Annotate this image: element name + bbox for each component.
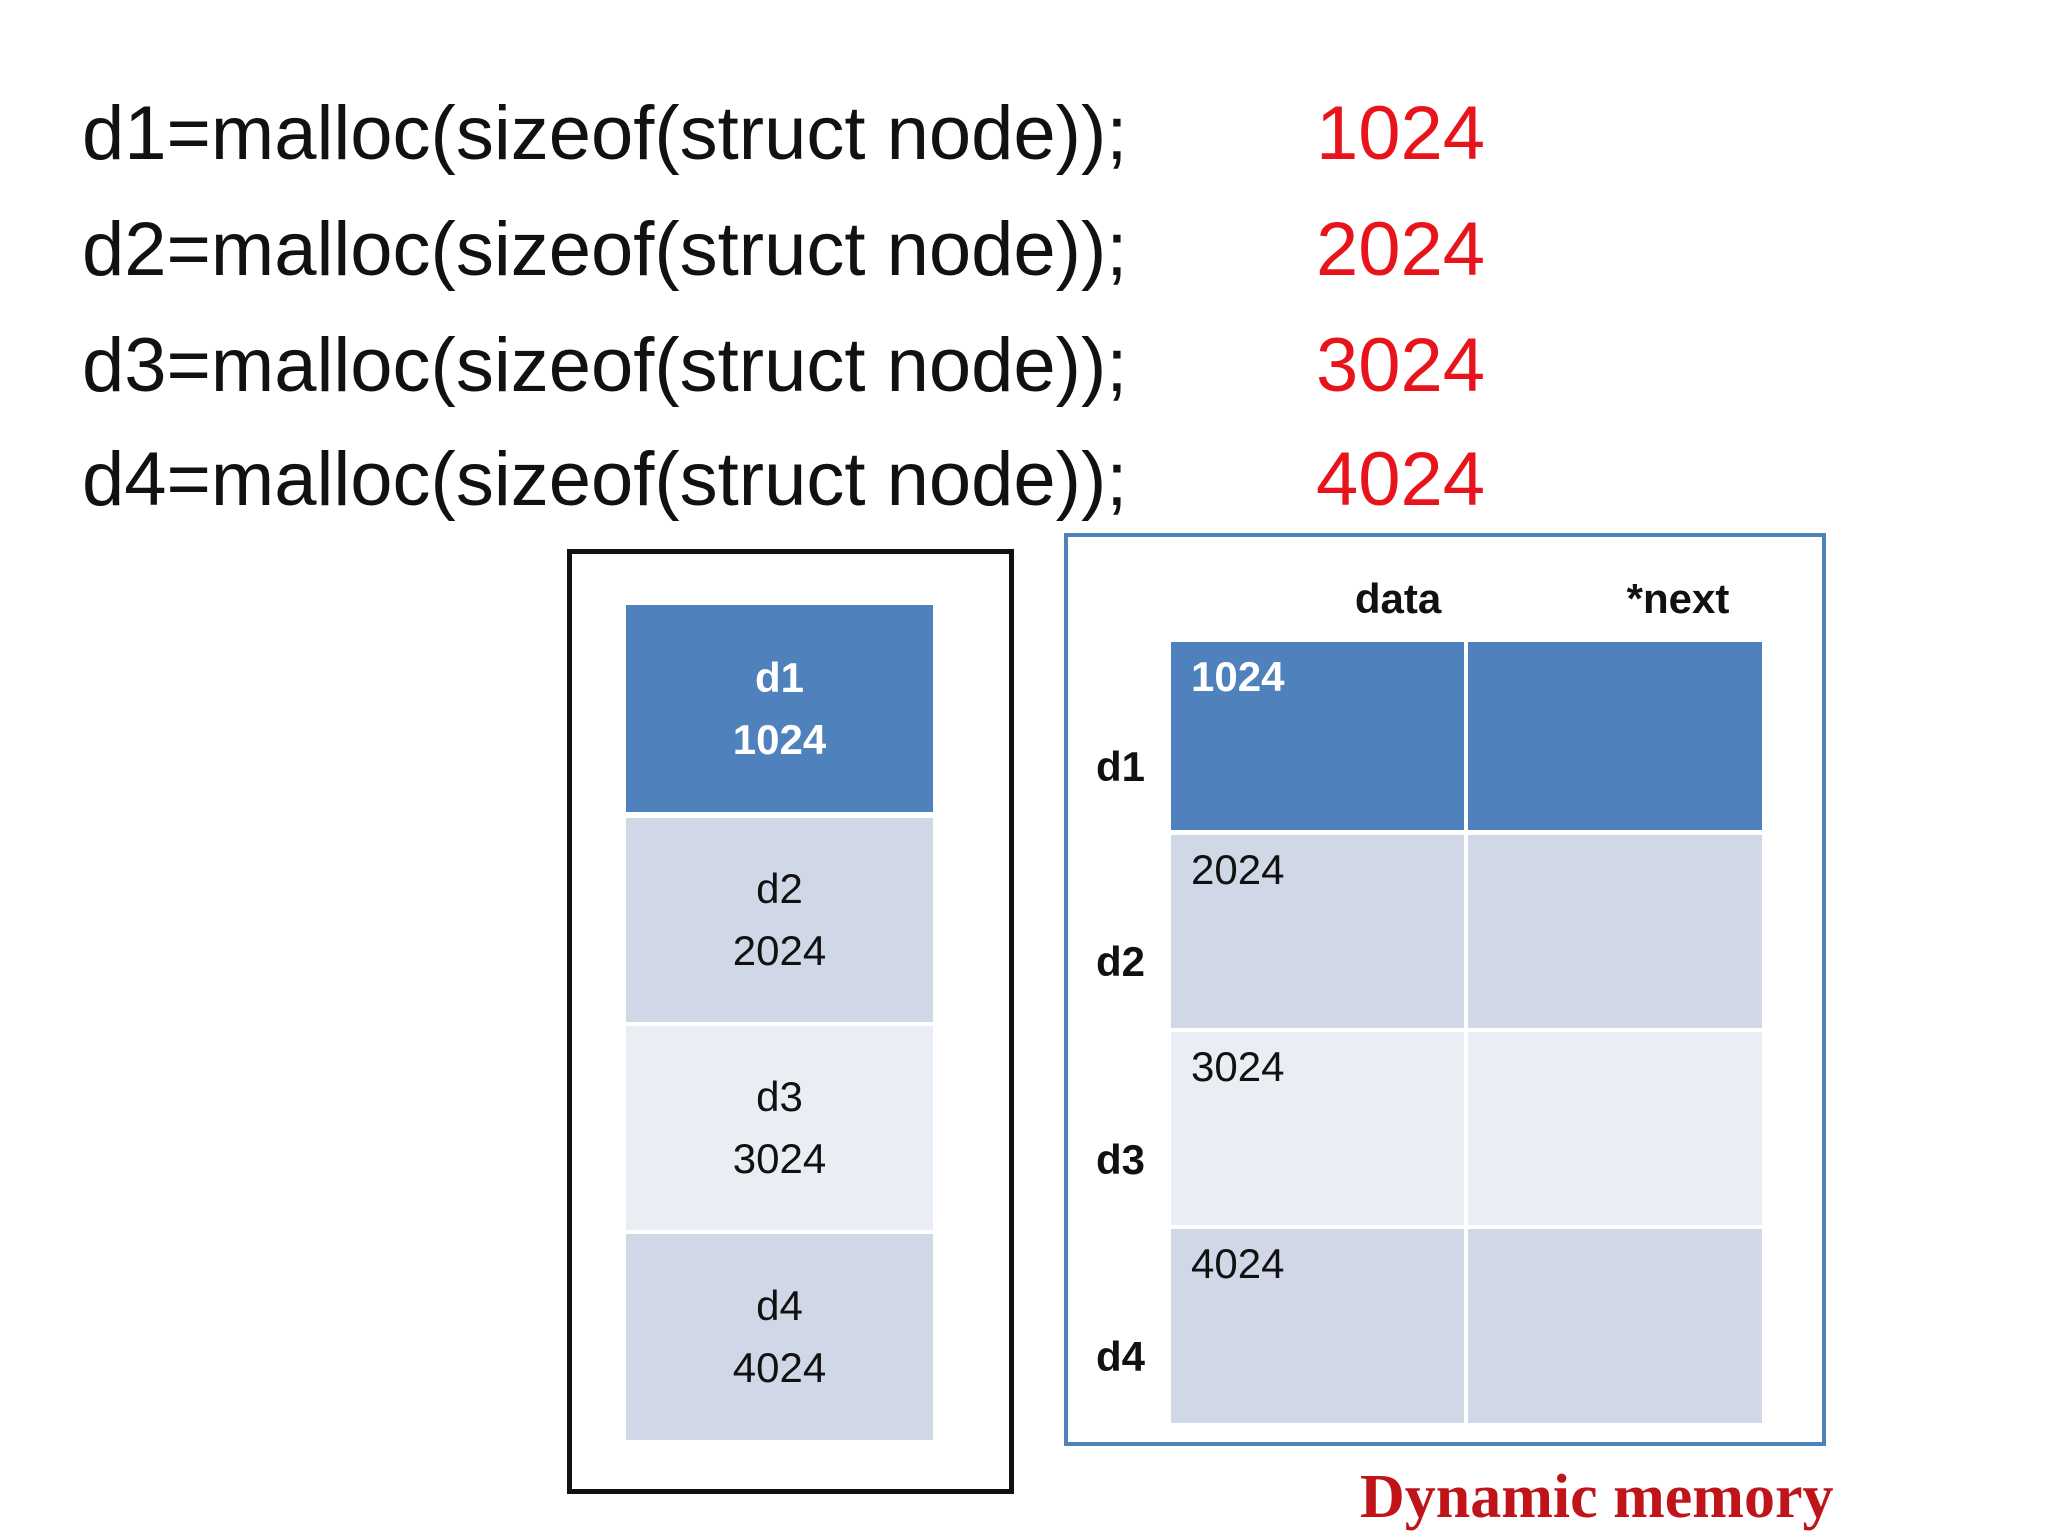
stack-variables-box: d1 1024 d2 2024 d3 3024 d4 4024 (567, 549, 1014, 1494)
node-data-value: 4024 (1191, 1240, 1285, 1287)
row-label-d4: d4 (1096, 1333, 1146, 1380)
stack-cell-value: 2024 (732, 927, 827, 974)
node-data-cell-d3: 3024 (1171, 1032, 1464, 1225)
stack-cell-d4: d4 4024 (626, 1234, 933, 1440)
address-4: 4024 (1316, 437, 1486, 522)
stack-cell-value: 3024 (732, 1135, 827, 1182)
node-next-cell-d4 (1468, 1229, 1762, 1423)
dynamic-memory-caption: Dynamic memory (1360, 1463, 1834, 1531)
node-data-value: 1024 (1191, 653, 1285, 700)
stack-cell-value: 1024 (732, 715, 827, 763)
stack-cell-name: d4 (756, 1282, 803, 1329)
stack-cell-d2: d2 2024 (626, 818, 933, 1022)
node-data-value: 2024 (1191, 846, 1285, 893)
node-next-cell-d3 (1468, 1032, 1762, 1225)
stack-cell-name: d1 (754, 653, 804, 701)
row-label-d3: d3 (1096, 1136, 1146, 1183)
stack-cell-d1: d1 1024 (626, 605, 933, 812)
code-line-2: d2=malloc(sizeof(struct node)); (82, 207, 1128, 292)
row-label-d2: d2 (1096, 938, 1146, 985)
stack-cell-name: d3 (756, 1073, 803, 1120)
code-line-4: d4=malloc(sizeof(struct node)); (82, 437, 1128, 522)
column-header-data: data (1354, 575, 1442, 622)
stack-cell-d3: d3 3024 (626, 1026, 933, 1230)
column-header-next: *next (1626, 575, 1730, 622)
address-1: 1024 (1316, 91, 1486, 176)
code-line-1: d1=malloc(sizeof(struct node)); (82, 91, 1128, 176)
node-data-cell-d2: 2024 (1171, 835, 1464, 1028)
address-3: 3024 (1316, 323, 1486, 408)
node-data-value: 3024 (1191, 1043, 1285, 1090)
node-next-cell-d2 (1468, 835, 1762, 1028)
node-next-cell-d1 (1468, 642, 1762, 830)
stack-cell-name: d2 (756, 865, 803, 912)
node-data-cell-d4: 4024 (1171, 1229, 1464, 1423)
code-line-3: d3=malloc(sizeof(struct node)); (82, 323, 1128, 408)
address-2: 2024 (1316, 207, 1486, 292)
node-data-cell-d1: 1024 (1171, 642, 1464, 830)
dynamic-memory-box: data *next d1 1024 d2 2024 d3 3024 d4 40… (1064, 533, 1826, 1446)
row-label-d1: d1 (1096, 743, 1146, 790)
stack-cell-value: 4024 (732, 1344, 827, 1391)
